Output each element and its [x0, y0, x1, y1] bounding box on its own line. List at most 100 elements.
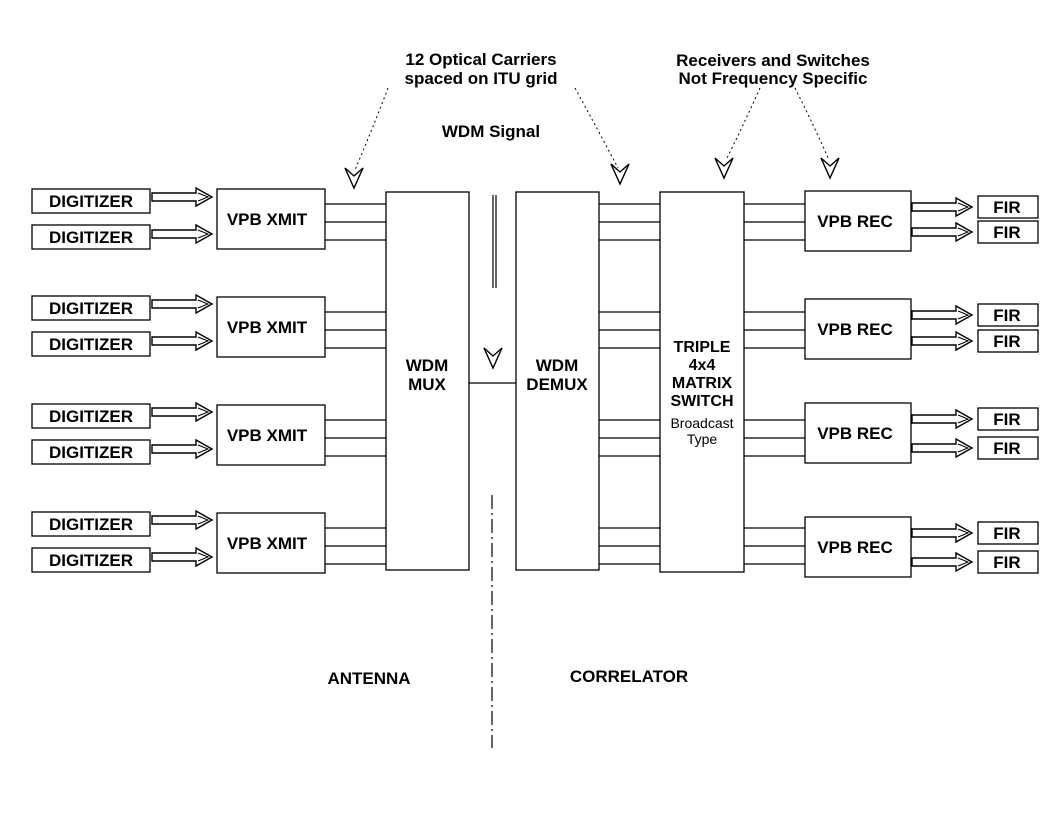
fir-label: FIR [993, 332, 1020, 351]
matrix-switch-box: TRIPLE 4x4 MATRIX SWITCH Broadcast Type [659, 191, 745, 573]
switch-label-line1: TRIPLE [674, 339, 731, 356]
wdm-mux-label-line1: WDM [406, 356, 448, 375]
vpb-rec-label: VPB REC [817, 424, 893, 443]
signal-arrow [151, 510, 213, 530]
vpb-rec-label: VPB REC [817, 320, 893, 339]
vpb-rec-box: VPB REC [804, 190, 912, 252]
signal-arrow [151, 402, 213, 422]
digitizer-box: DIGITIZER [31, 188, 151, 214]
digitizer-label: DIGITIZER [49, 515, 133, 534]
fir-label: FIR [993, 553, 1020, 572]
signal-arrow [911, 409, 973, 429]
vpb-xmit-label: VPB XMIT [227, 426, 308, 445]
demux-to-switch-wires [599, 203, 660, 565]
digitizer-box: DIGITIZER [31, 547, 151, 573]
switch-label-line4: SWITCH [670, 393, 733, 410]
signal-arrow [911, 305, 973, 325]
digitizer-box: DIGITIZER [31, 331, 151, 357]
fir-arrows [911, 197, 973, 572]
fir-box: FIR [977, 436, 1039, 460]
receiver-group: VPB REC VPB REC VPB REC VPB REC [804, 190, 912, 578]
vpb-xmit-box: VPB XMIT [216, 188, 326, 250]
digitizer-label: DIGITIZER [49, 335, 133, 354]
digitizer-box: DIGITIZER [31, 295, 151, 321]
fir-box: FIR [977, 550, 1039, 574]
wdm-demux-label-line2: DEMUX [526, 375, 588, 394]
correlator-region-label: CORRELATOR [570, 667, 688, 686]
digitizer-box: DIGITIZER [31, 224, 151, 250]
digitizer-arrows [151, 187, 213, 567]
optical-carriers-annotation: 12 Optical Carriers spaced on ITU grid [344, 50, 630, 189]
signal-arrow [911, 197, 973, 217]
digitizer-label: DIGITIZER [49, 551, 133, 570]
fir-box: FIR [977, 195, 1039, 219]
fir-box: FIR [977, 220, 1039, 244]
callout-arrowhead [714, 157, 734, 179]
vpb-rec-box: VPB REC [804, 298, 912, 360]
signal-arrow [911, 331, 973, 351]
digitizer-label: DIGITIZER [49, 407, 133, 426]
vpb-xmit-box: VPB XMIT [216, 404, 326, 466]
transmitter-group: VPB XMIT VPB XMIT VPB XMIT VPB XMIT [216, 188, 326, 574]
receivers-switches-line2: Not Frequency Specific [679, 69, 868, 88]
wdm-mux-label-line2: MUX [408, 375, 446, 394]
vpb-xmit-box: VPB XMIT [216, 512, 326, 574]
fir-box: FIR [977, 521, 1039, 545]
fir-box: FIR [977, 329, 1039, 353]
switch-sublabel-line2: Type [687, 431, 718, 447]
digitizer-group: DIGITIZER DIGITIZER DIGITIZER DIGITIZER … [31, 188, 151, 573]
receivers-switches-line1: Receivers and Switches [676, 51, 870, 70]
signal-arrow [151, 439, 213, 459]
vpb-xmit-label: VPB XMIT [227, 210, 308, 229]
wdm-signal-label: WDM Signal [442, 122, 540, 141]
vpb-rec-label: VPB REC [817, 538, 893, 557]
digitizer-label: DIGITIZER [49, 192, 133, 211]
signal-arrow [911, 222, 973, 242]
switch-label-line2: 4x4 [689, 357, 716, 374]
signal-arrow [151, 187, 213, 207]
antenna-region-label: ANTENNA [327, 669, 410, 688]
signal-arrow [151, 547, 213, 567]
vpb-rec-box: VPB REC [804, 516, 912, 578]
signal-arrow [911, 438, 973, 458]
wdm-demux-box: WDM DEMUX [515, 191, 600, 571]
divider [491, 195, 497, 748]
digitizer-box: DIGITIZER [31, 403, 151, 429]
signal-arrow [911, 523, 973, 543]
digitizer-box: DIGITIZER [31, 511, 151, 537]
callout-arrowhead [344, 167, 364, 189]
digitizer-label: DIGITIZER [49, 228, 133, 247]
digitizer-label: DIGITIZER [49, 443, 133, 462]
fir-label: FIR [993, 439, 1020, 458]
fir-label: FIR [993, 306, 1020, 325]
switch-to-rec-wires [744, 203, 805, 565]
receivers-switches-annotation: Receivers and Switches Not Frequency Spe… [676, 51, 870, 179]
digitizer-label: DIGITIZER [49, 299, 133, 318]
switch-sublabel-line1: Broadcast [670, 415, 733, 431]
fir-label: FIR [993, 198, 1020, 217]
fir-box: FIR [977, 407, 1039, 431]
fir-label: FIR [993, 410, 1020, 429]
wdm-mux-box: WDM MUX [385, 191, 470, 571]
fir-group: FIR FIR FIR FIR FIR FIR FIR FIR [977, 195, 1039, 574]
digitizer-box: DIGITIZER [31, 439, 151, 465]
signal-arrow [151, 294, 213, 314]
vpb-rec-label: VPB REC [817, 212, 893, 231]
wdm-demux-label-line1: WDM [536, 356, 578, 375]
vpb-xmit-box: VPB XMIT [216, 296, 326, 358]
optical-carriers-line2: spaced on ITU grid [404, 69, 557, 88]
fir-box: FIR [977, 303, 1039, 327]
fir-label: FIR [993, 524, 1020, 543]
optical-carriers-line1: 12 Optical Carriers [405, 50, 556, 69]
signal-arrow [151, 224, 213, 244]
callout-arrowhead [820, 157, 840, 179]
callout-arrowhead [610, 163, 630, 185]
vpb-xmit-label: VPB XMIT [227, 534, 308, 553]
signal-arrow [911, 552, 973, 572]
vpb-rec-box: VPB REC [804, 402, 912, 464]
xmit-to-mux-wires [325, 203, 386, 565]
signal-arrow [151, 331, 213, 351]
fir-label: FIR [993, 223, 1020, 242]
wdm-signal-arrowhead [483, 347, 503, 369]
